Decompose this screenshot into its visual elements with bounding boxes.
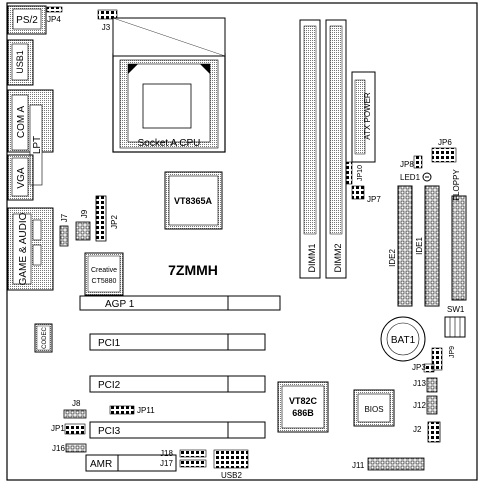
j8-header: J8 (63, 399, 87, 419)
j2-label: J2 (413, 425, 422, 434)
ct5880-label: CT5880 (92, 278, 117, 285)
j8-label: J8 (72, 399, 81, 408)
j13-label: J13 (413, 379, 426, 388)
j16-label: J16 (52, 444, 65, 453)
j13-header: J13 (413, 377, 438, 393)
jp9-label: JP9 (449, 346, 456, 358)
j18-label: J18 (160, 449, 173, 458)
jp3-jumper: JP3 (412, 363, 435, 373)
j11-header: J11 (352, 457, 425, 471)
com-lpt-block: COM A LPT (7, 89, 54, 186)
jp1-jumper: JP1 (51, 423, 86, 435)
jp3-label: JP3 (412, 363, 426, 372)
pci3-label: PCI3 (98, 426, 121, 437)
southbridge-label-2: 686B (292, 408, 314, 418)
bat1-battery: BAT1 (380, 316, 426, 362)
vga-label: VGA (16, 167, 27, 188)
j9-label: J9 (80, 209, 89, 218)
j12-label: J12 (413, 401, 426, 410)
j12-header: J12 (413, 395, 438, 415)
board-model-label: 7ZMMH (168, 262, 218, 278)
j18-header: J18 (160, 449, 207, 458)
j3-header: J3 (97, 9, 118, 32)
pci1-label: PCI1 (98, 338, 121, 349)
j7-header: J7 (59, 213, 69, 247)
bat1-label: BAT1 (391, 335, 416, 346)
agp-slot: AGP 1 (79, 295, 281, 311)
agp-label: AGP 1 (105, 299, 135, 310)
jp2-label: JP2 (110, 215, 119, 229)
cpu-socket: Socket A CPU (112, 17, 226, 153)
j2-header: J2 (413, 421, 441, 443)
j17-label: J17 (160, 459, 173, 468)
sw1-label: SW1 (447, 305, 465, 314)
dimm2-label: DIMM2 (333, 244, 343, 273)
j16-header: J16 (52, 443, 87, 453)
codec-label: CODEC (42, 327, 48, 349)
creative-label: Creative (91, 267, 117, 274)
j7-label: J7 (60, 213, 69, 222)
ide1-connector: IDE1 (415, 185, 440, 307)
socket-label: Socket A CPU (138, 138, 201, 149)
dimm1-label: DIMM1 (307, 244, 317, 273)
codec-chip: CODEC (34, 323, 53, 353)
northbridge-chip: VT8365A (164, 171, 223, 230)
pci1-slot: PCI1 (89, 333, 266, 351)
j9-header: J9 (75, 209, 91, 241)
ps2-connector: PS/2 (7, 5, 47, 35)
game-audio-connector: GAME & AUDIO (7, 207, 54, 291)
jp4-label: JP4 (47, 15, 61, 24)
jp6-label: JP6 (438, 138, 452, 147)
northbridge-label: VT8365A (174, 196, 213, 206)
usb1-connector: USB1 (7, 39, 34, 86)
ide2-connector: IDE2 (388, 185, 413, 307)
jp4-jumper: JP4 (46, 6, 63, 24)
amr-slot: AMR (85, 454, 177, 472)
jp7-label: JP7 (367, 195, 381, 204)
j11-label: J11 (352, 461, 365, 470)
atx-power-label: ATX POWER (363, 92, 372, 140)
jp10-jumper: JP10 (345, 161, 364, 185)
southbridge-chip: VT82C 686B (277, 381, 329, 433)
floppy-connector: FLOPPY (451, 169, 467, 301)
usb1-label: USB1 (15, 50, 25, 74)
creative-audio-chip: Creative CT5880 (84, 252, 124, 296)
j17-header: J17 (160, 459, 207, 468)
pci2-slot: PCI2 (89, 375, 266, 393)
jp10-label: JP10 (357, 165, 364, 181)
amr-label: AMR (90, 459, 112, 470)
lpt-label: LPT (32, 136, 43, 154)
sw1-switch: SW1 (444, 305, 466, 338)
ide2-label: IDE2 (388, 249, 397, 267)
pci3-slot: PCI3 (89, 421, 266, 439)
jp2-jumper: JP2 (95, 195, 119, 242)
atx-power-connector: ATX POWER (351, 71, 376, 163)
jp11-jumper: JP11 (109, 405, 155, 415)
southbridge-label-1: VT82C (289, 396, 318, 406)
jp11-label: JP11 (137, 406, 155, 415)
floppy-label: FLOPPY (452, 169, 461, 201)
bios-chip: BIOS (353, 389, 395, 427)
bios-label: BIOS (364, 405, 383, 414)
jp6-jumper: JP6 (431, 138, 457, 163)
game-audio-label: GAME & AUDIO (18, 212, 29, 285)
usb2-label: USB2 (221, 471, 242, 480)
jp9-jumper: JP9 (431, 346, 456, 371)
dimm2-slot: DIMM2 (325, 19, 347, 279)
com-a-label: COM A (16, 106, 27, 139)
jp7-jumper: JP7 (351, 185, 381, 204)
led1-indicator: LED1 (400, 172, 432, 182)
usb2-header: USB2 (213, 449, 249, 480)
led1-label: LED1 (400, 173, 421, 182)
ide1-label: IDE1 (415, 237, 424, 255)
jp8-jumper: JP8 (400, 155, 423, 169)
vga-connector: VGA (7, 154, 34, 201)
ps2-label: PS/2 (16, 15, 38, 26)
j3-label: J3 (102, 23, 111, 32)
jp1-label: JP1 (51, 424, 65, 433)
dimm1-slot: DIMM1 (299, 19, 321, 279)
jp8-label: JP8 (400, 160, 414, 169)
pci2-label: PCI2 (98, 380, 121, 391)
